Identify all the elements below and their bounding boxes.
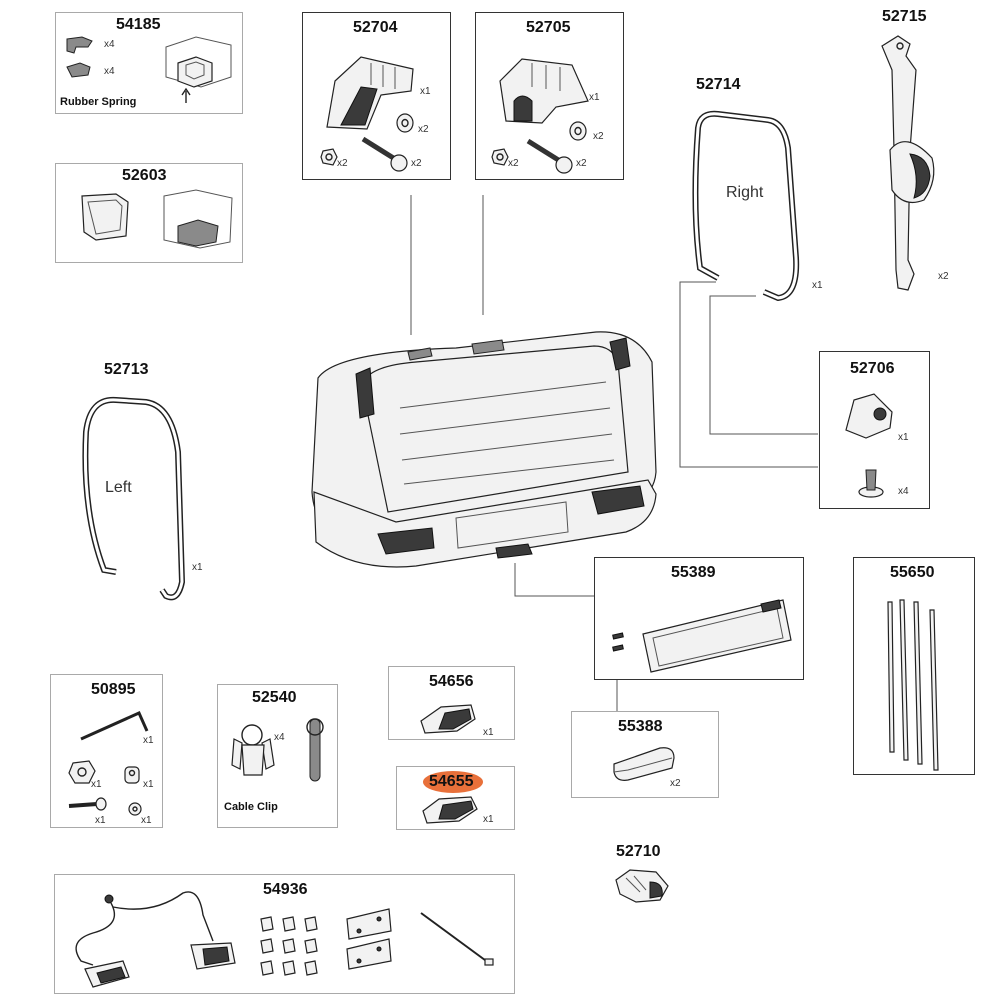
left-rail-icon [82,396,186,601]
qty-label: x1 [143,735,154,746]
part-box-50895: 50895 x1 x1 x1 x1 x1 [50,674,163,828]
part-number: 50895 [91,681,136,698]
part-number-52714: 52714 [696,76,741,93]
qty-label: x2 [593,131,604,142]
clip-icon [845,393,893,439]
qty-label: x4 [104,39,115,50]
qty-label: x2 [576,158,587,169]
bracket-mounted-icon [163,189,233,249]
part-number: 54185 [116,16,161,33]
spacer-icon [124,766,140,784]
clip-set-icon [260,916,318,976]
cable-tie-icon [420,912,494,966]
washer-icon [569,121,587,141]
cable-clip-icon [231,724,275,776]
part-box-54936: 54936 [54,874,515,994]
qty-label: x1 [812,280,823,291]
qty-label: x4 [898,486,909,497]
part-number: 55388 [618,718,663,735]
washer-icon [128,802,142,816]
qty-label: x1 [483,814,494,825]
part-box-54655: 54655 x1 [396,766,515,830]
nut-icon [320,148,338,166]
cap-icon [422,796,478,824]
part-box-52705: 52705 x1 x2 x2 x2 [475,12,624,180]
screw-icon [858,469,884,498]
qty-label: x2 [418,124,429,135]
qty-label: x2 [670,778,681,789]
part-box-54185: 54185 x4 x4 Rubber Spring [55,12,243,114]
qty-label: x1 [192,562,203,573]
left-label: Left [105,479,132,496]
qty-label: x1 [589,92,600,103]
clip-mounted-icon [306,718,324,782]
qty-label: x4 [104,66,115,77]
part-number: 52705 [526,19,571,36]
qty-label: x2 [508,158,519,169]
qty-label: x1 [91,779,102,790]
cap-icon [420,704,476,734]
seal-strips-icon [887,599,939,771]
cargo-box-illustration [311,331,657,568]
bracket-plates-icon [346,908,392,970]
cover-cap-icon [326,56,414,130]
knob-icon [68,760,96,784]
plate-holder-icon [612,599,792,673]
spring-mount-icon [165,36,232,103]
qty-label: x2 [411,158,422,169]
part-number: 55389 [671,564,716,581]
qty-label: x1 [483,727,494,738]
qty-label: x1 [898,432,909,443]
cover-cap-icon [499,58,589,124]
light-cable-icon [75,891,236,988]
part-number: 54655 [429,773,474,790]
highlight-marker [423,771,483,793]
part-box-52603: 52603 [55,163,243,263]
strap-icon [881,35,935,291]
part-number-52710: 52710 [616,843,661,860]
part-box-55389: 55389 [594,557,804,680]
part-box-52704: 52704 x1 x2 x2 x2 [302,12,451,180]
end-cap-icon [613,747,675,781]
part-number: 52603 [122,167,167,184]
part-number-52713: 52713 [104,361,149,378]
bolt-icon [526,138,573,174]
bracket-holder-icon [81,193,129,241]
nut-icon [491,148,509,166]
part-box-52706: 52706 x1 x4 [819,351,930,509]
part-number-52715: 52715 [882,8,927,25]
part-number: 52704 [353,19,398,36]
cable-clip-caption: Cable Clip [224,801,278,813]
part-number: 52706 [850,360,895,377]
qty-label: x1 [143,779,154,790]
part-number: 55650 [890,564,935,581]
part-number: 52540 [252,689,297,706]
right-label: Right [726,184,764,201]
qty-label: x4 [274,732,285,743]
part-box-55388: 55388 x2 [571,711,719,798]
part-number: 54936 [263,881,308,898]
qty-label: x1 [95,815,106,826]
part-box-54656: 54656 x1 [388,666,515,740]
qty-label: x1 [420,86,431,97]
clamp-icon [615,869,669,903]
right-rail-icon [692,110,800,302]
part-box-55650: 55650 [853,557,975,775]
washer-icon [396,113,414,133]
qty-label: x2 [337,158,348,169]
part-box-52540: 52540 x4 Cable Clip [217,684,338,828]
part-number: 54656 [429,673,474,690]
bolt-icon [361,136,408,172]
rubber-spring-caption: Rubber Spring [60,96,137,108]
hex-key-icon [80,711,149,741]
rubber-spring-icon [66,36,93,78]
qty-label: x2 [938,271,949,282]
qty-label: x1 [141,815,152,826]
bolt-icon [68,797,107,811]
